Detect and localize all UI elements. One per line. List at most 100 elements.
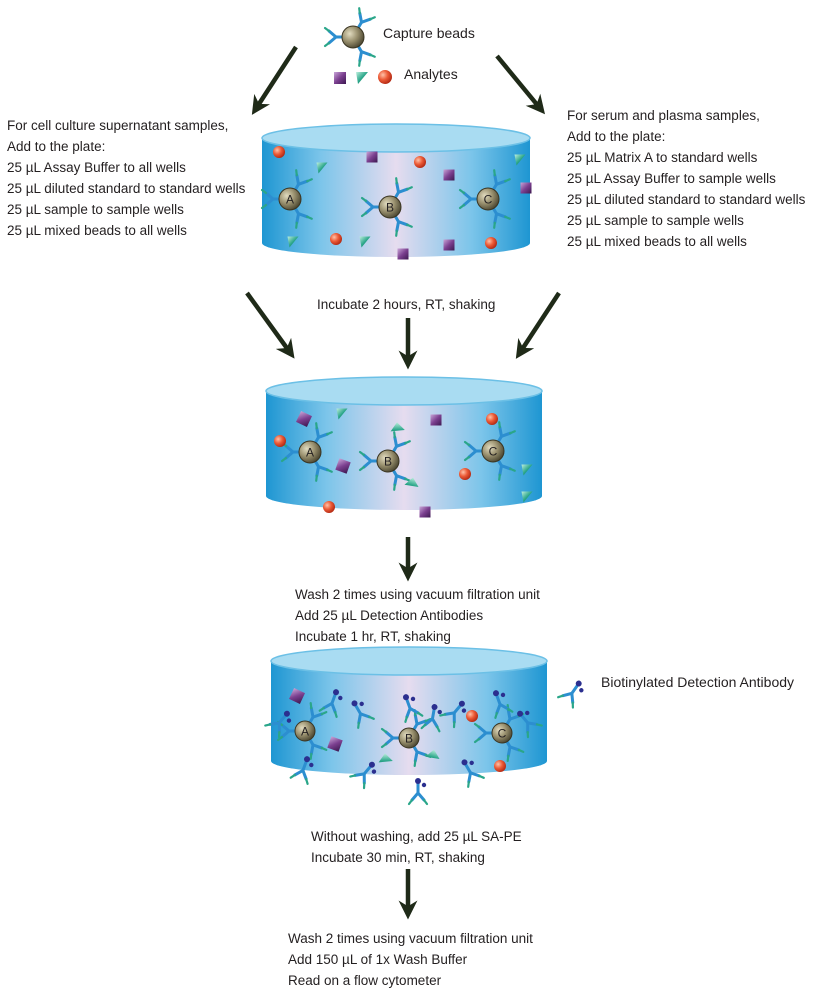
antibody-tip [458,188,466,195]
antibody-tip [406,223,413,228]
antibody-arm [393,435,398,448]
analyte-circle-icon [486,413,498,425]
antibody-arm [495,212,507,219]
analyte-circle-icon [485,237,497,249]
antibody-arm [395,441,407,448]
antibody-tip [493,169,496,177]
antibody-arm [415,719,428,726]
antibody-stem [301,760,308,772]
antibody-arm [330,701,337,714]
antibody-tip [358,7,361,15]
antibody-tip [320,746,328,751]
antibody-tip [571,701,575,709]
antibody-arm [469,771,481,778]
antibody-tip [417,711,424,717]
antibody-arm [410,791,420,802]
antibody-arm [413,750,419,763]
antibody-tip [463,440,471,447]
antibody-tip [264,723,272,727]
analyte-triangle-icon [425,749,440,760]
biotin-icon [283,710,290,717]
antibody-tip [478,774,485,779]
step-final-wash-read: Wash 2 times using vacuum filtration uni… [288,928,533,991]
detection-antibody-icon [461,759,485,788]
analyte-square-icon [419,506,431,518]
antibody-tip [326,431,333,436]
bead-label: C [489,445,498,459]
antibody-tip [507,707,514,713]
antibody-arm [526,721,539,726]
biotin-icon [359,701,364,707]
antibody-arm [384,730,395,740]
antibody-arm [395,181,400,194]
antibody-tip [509,430,516,435]
analyte-triangle-icon [359,236,371,248]
arrow [495,54,546,115]
analyte-circle-icon [494,760,506,772]
analyte-triangle-icon [521,464,533,476]
antibody-arm [493,173,498,186]
antibody-tip [295,221,298,229]
arrows-layer [245,45,561,920]
antibody-tip [535,723,543,727]
biotin-icon [338,695,343,701]
antibody-tip [404,440,411,445]
antibody-arm [452,711,456,724]
antibody-tip [357,721,360,729]
biotin-icon [415,778,421,784]
antibody-arm [416,791,426,802]
capture-bead-icon [294,720,316,742]
antibody-arm [317,432,329,439]
analyte-triangle-icon [356,72,368,84]
capture-bead-icon [278,187,302,211]
antibody-arm [413,713,419,726]
analyte-circle-icon [466,710,478,722]
antibody-tip [358,450,366,457]
biotin-icon [437,709,442,715]
antibody-arm [495,702,502,715]
antibody-arm [358,11,363,24]
bead-label: A [306,446,314,460]
detection-antibody-icon [492,690,514,719]
antibody-tip [315,474,318,482]
antibody-tip [406,186,413,191]
instruction-line: For cell culture supernatant samples, [7,118,229,133]
antibody-tip [305,777,309,785]
antibody-tip [504,178,511,183]
analyte-square-icon [335,458,351,474]
antibody-arm [526,721,530,734]
antibody-arm [297,179,309,186]
analyte-square-icon [430,414,442,426]
antibody-tip [393,483,396,491]
well-top [270,646,548,676]
antibody-tip [463,455,471,462]
antibody-arm [301,768,308,781]
antibody-tip [360,211,368,218]
antibody-tip [395,177,398,185]
analyte-triangle-icon [390,422,405,432]
antibody-arm [384,736,395,746]
detection-antibody-icon [402,694,424,723]
antibody-arm [284,450,295,460]
biotin-icon [309,762,314,768]
antibody-tip [436,725,441,733]
analyte-square-icon [327,736,343,752]
antibody-stem [464,763,472,775]
antibody-tip [506,754,510,762]
instruction-line: 25 µL diluted standard to standard wells [7,181,246,196]
antibody-tip [326,468,333,473]
detection-antibody-icon [264,710,292,739]
antibody-arm [506,708,512,721]
analyte-triangle-icon [316,162,328,174]
antibody-arm [506,745,512,758]
step-line: Wash 2 times using vacuum filtration uni… [288,931,533,946]
instruction-line: Add to the plate: [567,129,666,144]
antibody-arm [498,425,503,438]
antibody-arm [357,712,362,725]
antibody-arm [277,721,281,734]
antibody-arm [467,443,478,453]
antibody-tip [358,465,366,472]
step-line: Incubate 1 hr, RT, shaking [295,629,451,644]
antibody-tip [493,221,496,229]
